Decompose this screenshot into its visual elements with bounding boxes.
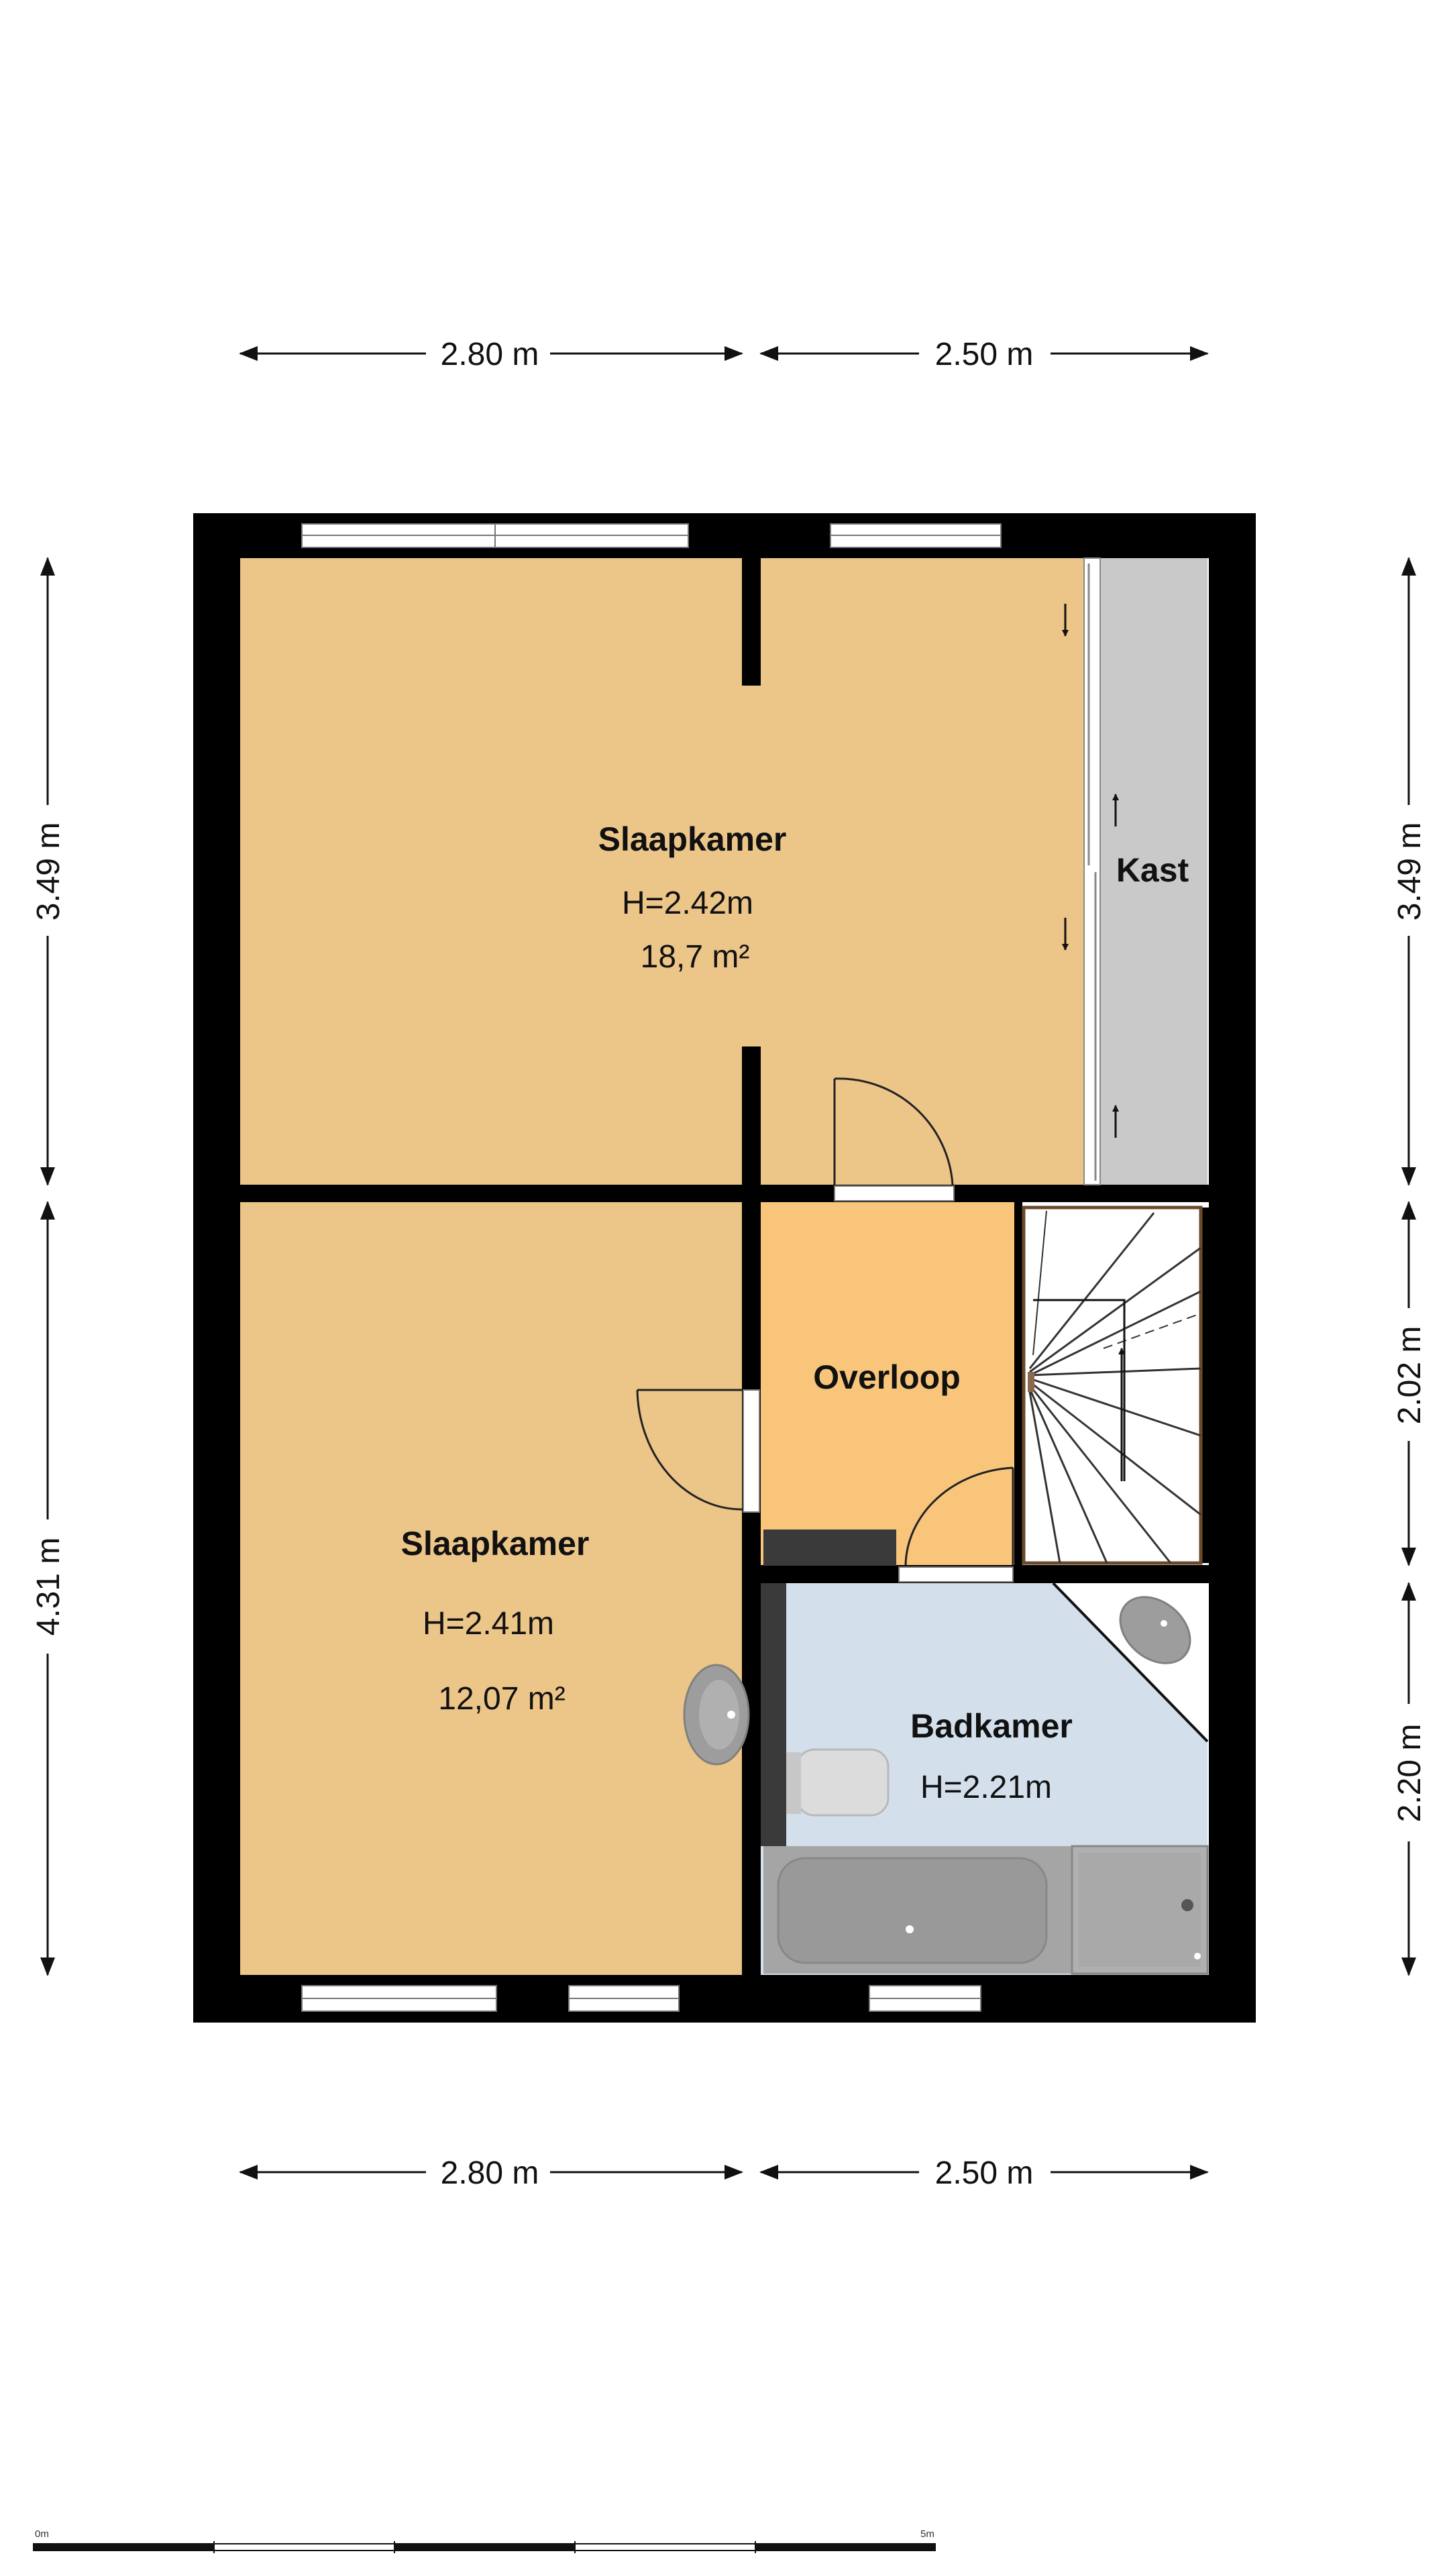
- scale-bar: [33, 2541, 936, 2553]
- scale-bar-start: 0m: [35, 2528, 49, 2540]
- bedroom-bottom-name: Slaapkamer: [401, 1525, 590, 1562]
- dim-bottom-right: 2.50 m: [935, 2155, 1034, 2191]
- misc-fixtures: [683, 1529, 896, 1766]
- bedroom-top-height: H=2.42m: [622, 885, 753, 921]
- bedroom-bottom-height: H=2.41m: [423, 1606, 554, 1642]
- bedroom-bottom-floor: [240, 1202, 742, 1975]
- windows: [301, 523, 1002, 2012]
- dim-right-bottom: 2.20 m: [1392, 1724, 1428, 1823]
- dimension-lines: [40, 346, 1416, 2180]
- bathroom-height: H=2.21m: [920, 1770, 1052, 1805]
- closet-sliding-doors: [1062, 557, 1119, 1185]
- bathroom-fixtures: [761, 1582, 1209, 1975]
- closet-name: Kast: [1116, 851, 1189, 889]
- dim-left-top: 3.49 m: [31, 822, 66, 921]
- walls: [193, 513, 1256, 2023]
- dim-left-bottom: 4.31 m: [31, 1538, 66, 1636]
- landing-name: Overloop: [813, 1358, 960, 1396]
- bathroom-name: Badkamer: [910, 1707, 1073, 1745]
- bedroom-top-area: 18,7 m²: [641, 939, 750, 975]
- dim-top-right: 2.50 m: [935, 337, 1034, 372]
- closet-floor: [1100, 558, 1208, 1185]
- dim-right-middle: 2.02 m: [1392, 1326, 1428, 1425]
- bedroom-bottom-area: 12,07 m²: [438, 1681, 565, 1717]
- bedroom-top-floor: [240, 558, 1084, 1185]
- bedroom-top-name: Slaapkamer: [598, 820, 787, 858]
- dim-bottom-left: 2.80 m: [441, 2155, 539, 2191]
- staircase: [1022, 1205, 1203, 1565]
- doors: [636, 1077, 1014, 1582]
- dim-right-top: 3.49 m: [1392, 822, 1428, 921]
- dim-top-left: 2.80 m: [441, 337, 539, 372]
- landing-floor: [761, 1202, 1014, 1578]
- scale-bar-end: 5m: [920, 2528, 934, 2540]
